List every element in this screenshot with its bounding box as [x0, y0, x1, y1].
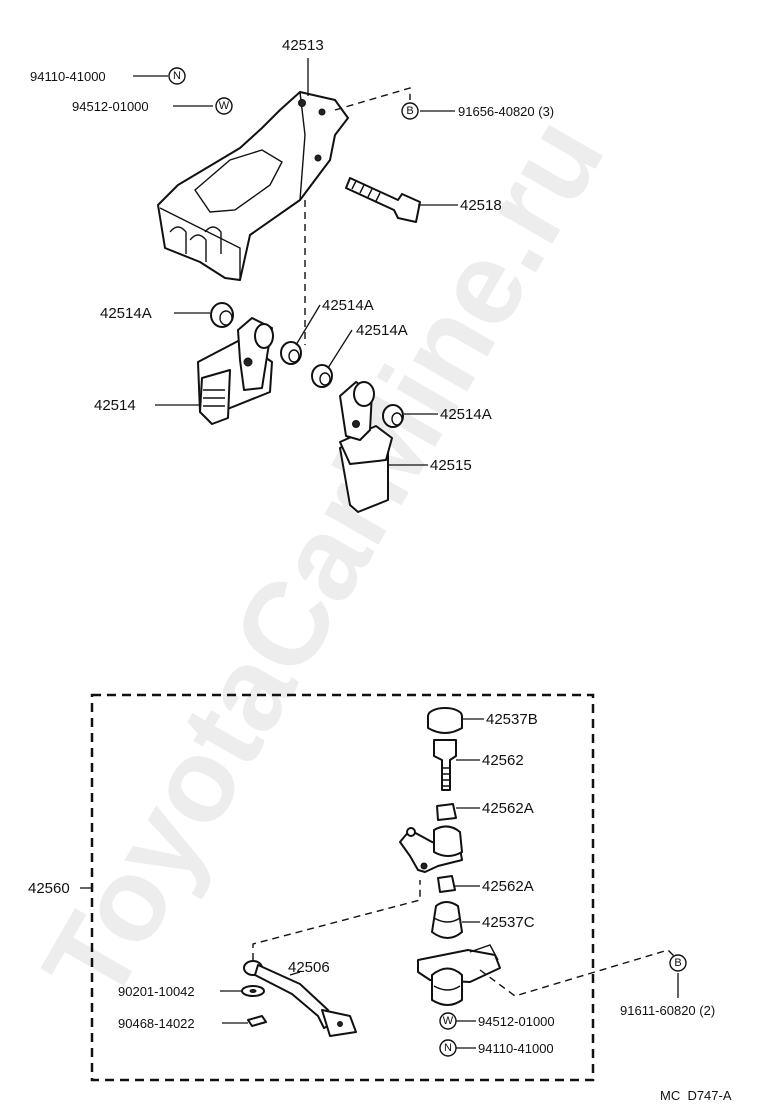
watermark: ToyotaCarMine.ru — [18, 96, 629, 1023]
svg-text:B: B — [674, 957, 681, 969]
label-42560: 42560 — [28, 880, 70, 897]
badge-nut-lower: N — [439, 1039, 457, 1057]
label-42518: 42518 — [460, 197, 502, 214]
label-42513: 42513 — [282, 37, 324, 54]
label-94512-01000-upper: 94512-01000 — [72, 99, 149, 114]
label-94110-41000-lower: 94110-41000 — [478, 1041, 554, 1056]
dash-strap-to-mount — [252, 880, 421, 960]
svg-text:N: N — [444, 1042, 452, 1054]
label-42562a-lower: 42562A — [482, 878, 534, 895]
bolt-42562 — [433, 739, 457, 791]
label-42514a-4: 42514A — [440, 406, 492, 423]
label-42562: 42562 — [482, 752, 524, 769]
mount-bracket — [399, 825, 463, 873]
bushing-42514a-3 — [311, 364, 333, 388]
dash-bracket-to-bolt — [334, 87, 411, 111]
svg-text:N: N — [173, 70, 181, 82]
label-42514a-2: 42514A — [322, 297, 374, 314]
badge-washer-lower: W — [439, 1012, 457, 1030]
label-42514a-3: 42514A — [356, 322, 408, 339]
badge-bolt-upper: B — [401, 102, 419, 120]
label-94110-41000-upper: 94110-41000 — [30, 69, 106, 84]
badge-bolt-lower: B — [669, 954, 687, 972]
label-42506: 42506 — [288, 959, 330, 976]
label-42515: 42515 — [430, 457, 472, 474]
label-91656-40820: 91656-40820 (3) — [458, 104, 554, 119]
label-94512-01000-lower: 94512-01000 — [478, 1014, 555, 1029]
collar-42562a-lower — [437, 875, 456, 893]
bushing-42514a-4 — [382, 404, 404, 428]
support-42514 — [197, 317, 274, 425]
badge-washer-upper: W — [215, 97, 233, 115]
label-42514: 42514 — [94, 397, 136, 414]
cap-42537b — [427, 707, 463, 734]
cushion-42537c — [431, 901, 463, 939]
badge-nut-upper: N — [168, 67, 186, 85]
label-42537c: 42537C — [482, 914, 535, 931]
label-90468-14022: 90468-14022 — [118, 1016, 195, 1031]
clip-90468-14022 — [247, 1015, 267, 1027]
bracket-42513 — [157, 91, 349, 281]
washer-90201-10042 — [241, 985, 265, 997]
bushing-42514a-1 — [210, 302, 234, 328]
svg-text:W: W — [219, 100, 230, 112]
strap-42506 — [243, 960, 357, 1037]
svg-text:B: B — [406, 105, 413, 117]
label-90201-10042: 90201-10042 — [118, 984, 195, 999]
mount-base — [417, 944, 501, 1006]
label-42537b: 42537B — [486, 711, 538, 728]
diagram-code: MC D747-A — [660, 1088, 732, 1103]
bolt-42518 — [345, 177, 421, 223]
svg-text:W: W — [443, 1015, 454, 1027]
support-42515 — [339, 381, 393, 513]
label-91611-60820: 91611-60820 (2) — [620, 1003, 715, 1018]
dash-base-to-bolt — [479, 949, 679, 997]
label-42514a-1: 42514A — [100, 305, 152, 322]
label-42562a-upper: 42562A — [482, 800, 534, 817]
bushing-42514a-2 — [280, 341, 302, 365]
collar-42562a-upper — [436, 803, 457, 821]
